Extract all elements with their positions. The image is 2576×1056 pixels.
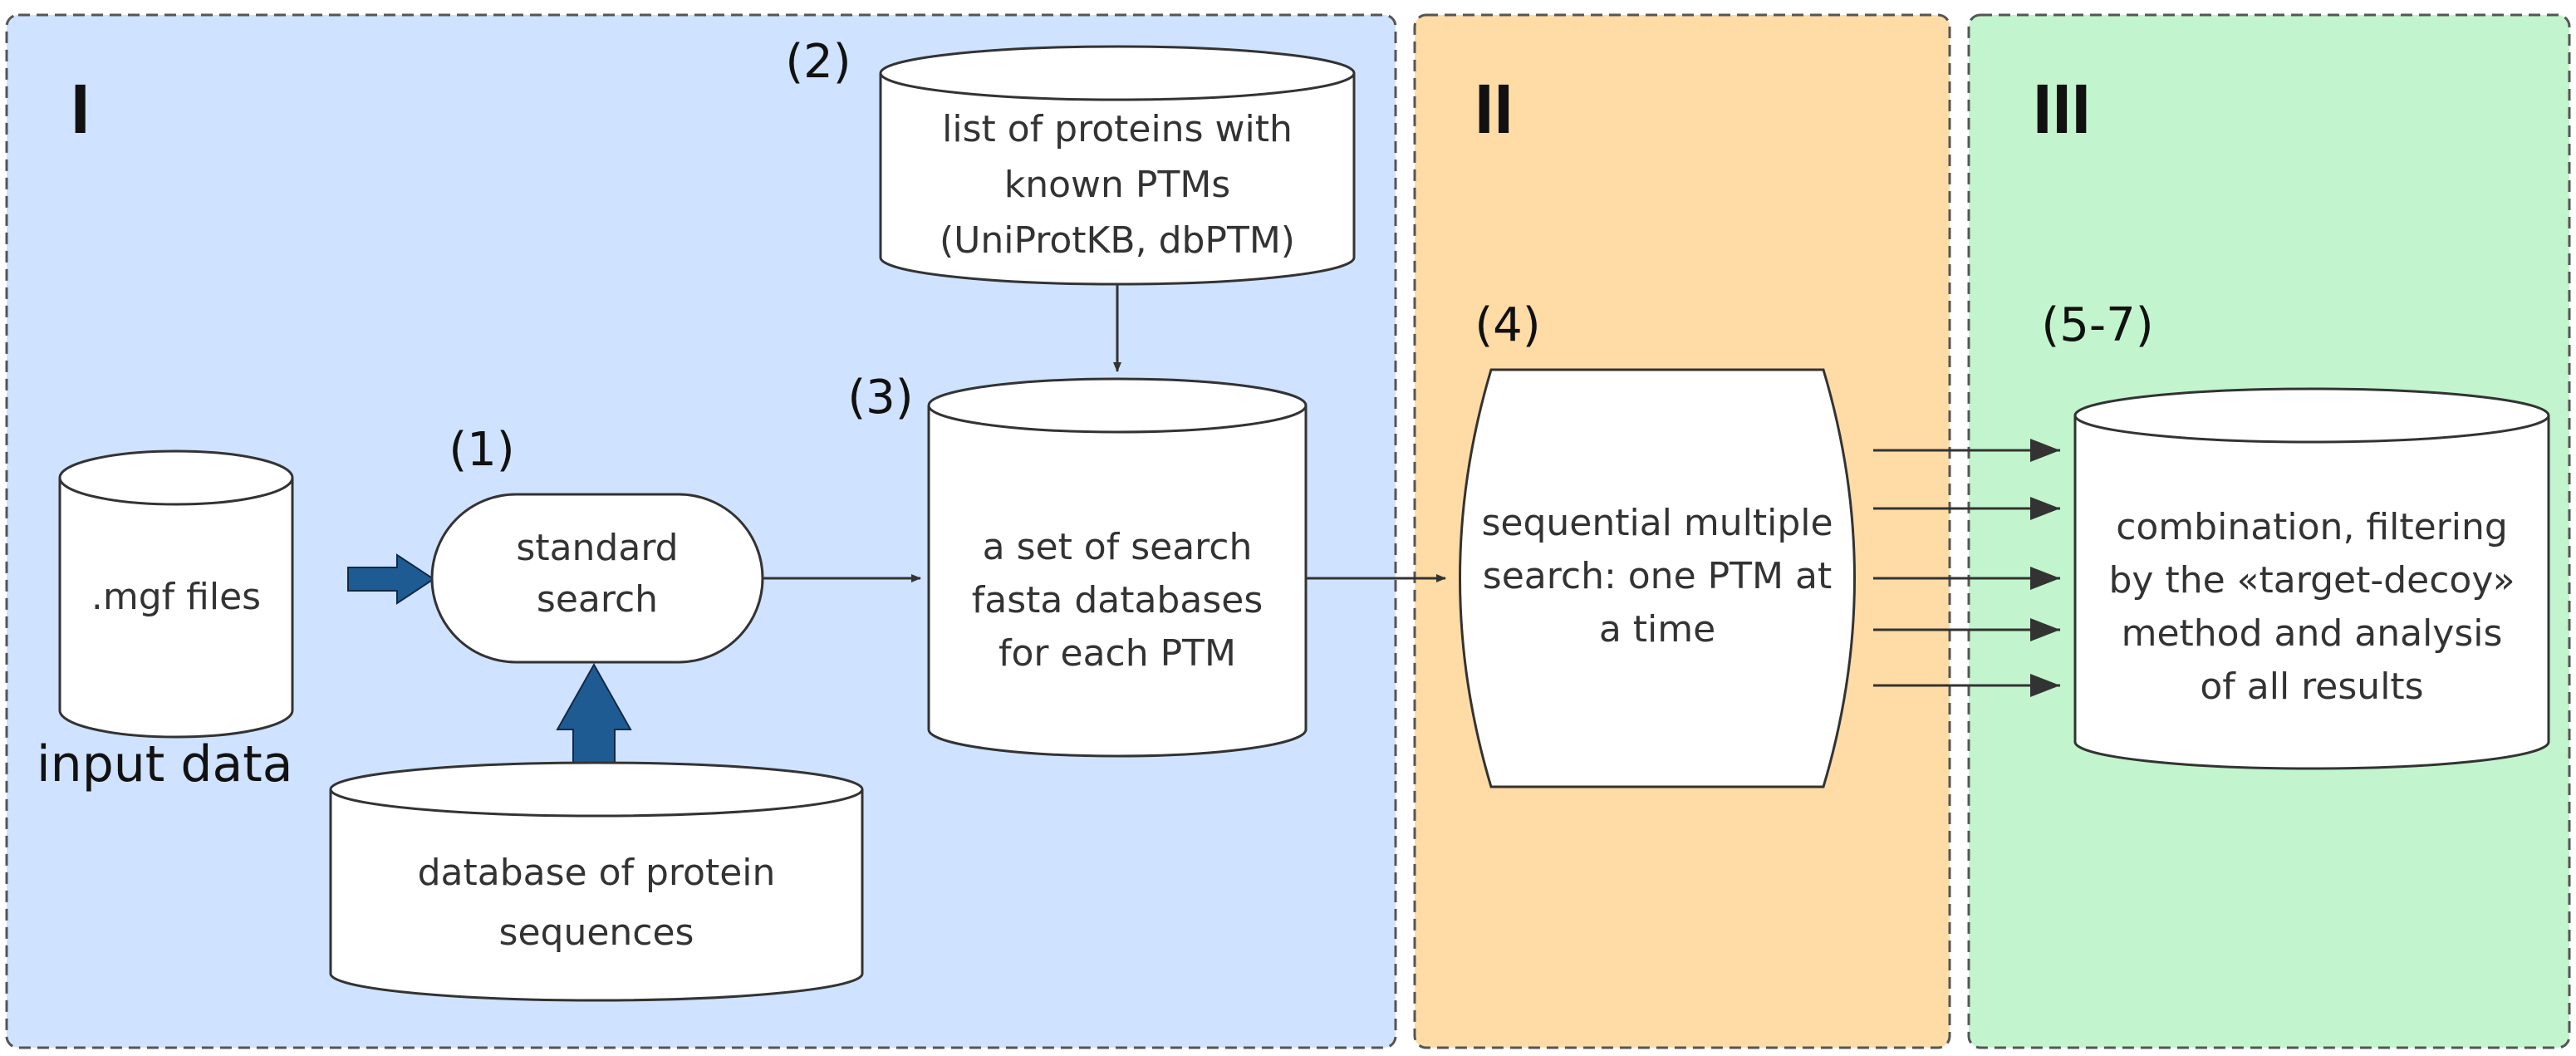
ptm-list-node: list of proteins with known PTMs (UniProtK…: [879, 45, 1356, 286]
step-1-number: (1): [449, 423, 514, 477]
mgf-files-node: .mgf files: [58, 449, 294, 739]
combination-results-node: combination, filtering by the «target-dec…: [2073, 387, 2550, 770]
node-text-line: .mgf files: [91, 576, 261, 618]
node-text-line: by the «target-decoy»: [2108, 559, 2515, 602]
panel-1-label: I: [71, 70, 90, 148]
node-text-line: (UniProtKB, dbPTM): [940, 219, 1295, 262]
thick-arrow-mgf-to-search: [347, 553, 435, 605]
node-text-line: known PTMs: [1004, 164, 1230, 206]
svg-text:.mgf files: .mgf files: [91, 576, 261, 618]
node-text-line: a time: [1599, 608, 1715, 651]
input-data-label: input data: [37, 735, 293, 793]
step-5-7-number: (5-7): [2041, 298, 2153, 352]
node-text-line: search: [537, 578, 658, 621]
fasta-databases-node: a set of search fasta databases for each P…: [927, 377, 1308, 758]
node-text-line: database of protein: [418, 852, 776, 894]
node-text-line: combination, filtering: [2116, 506, 2508, 548]
node-text-line: standard: [516, 527, 678, 569]
node-text-line: of all results: [2200, 666, 2423, 708]
panel-3-label: III: [2033, 70, 2091, 148]
node-text-line: method and analysis: [2122, 612, 2503, 655]
node-text-line: sequential multiple: [1481, 502, 1833, 544]
node-text-line: search: one PTM at: [1483, 555, 1832, 597]
panel-2-label: II: [1474, 70, 1514, 148]
sequential-search-node: sequential multiple search: one PTM at a t…: [1459, 368, 1856, 788]
protein-database-node: database of protein sequences: [329, 761, 864, 1002]
standard-search-node: standard search: [430, 493, 764, 664]
step-4-number: (4): [1474, 298, 1540, 352]
node-text-line: list of proteins with: [942, 108, 1293, 150]
step-3-number: (3): [847, 371, 913, 425]
node-text-line: fasta databases: [972, 579, 1263, 621]
node-text-line: for each PTM: [999, 632, 1236, 675]
node-text-line: a set of search: [983, 526, 1253, 568]
step-2-number: (2): [785, 35, 851, 89]
node-text-line: sequences: [499, 911, 694, 954]
